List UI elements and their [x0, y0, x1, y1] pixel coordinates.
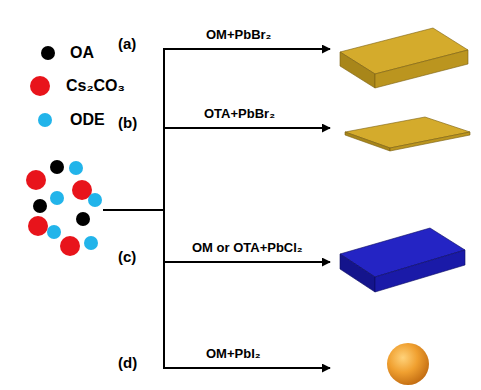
legend-text: Cs₂CO₃ [66, 77, 125, 95]
reagent-label: OTA+PbBr₂ [204, 107, 275, 121]
panel-letter: (b) [118, 115, 137, 132]
nanosphere-product [387, 343, 429, 385]
reagent-label: OM+PbI₂ [206, 347, 261, 361]
panel-letter: (a) [118, 36, 136, 53]
nanoplate-product [345, 117, 470, 151]
reagent-label: OM+PbBr₂ [206, 28, 271, 42]
panel-letter: (c) [118, 249, 136, 266]
reaction-arrows [103, 48, 330, 369]
legend-swatch [41, 46, 55, 60]
panel-letter: (d) [118, 355, 137, 372]
blue-nanocube-product [340, 228, 465, 292]
legend-text: OA [70, 44, 94, 62]
nanocube-product [340, 28, 468, 88]
precursor-cluster [26, 160, 102, 256]
legend-swatch [30, 76, 50, 96]
legend-text: ODE [70, 111, 105, 129]
reagent-label: OM or OTA+PbCl₂ [192, 241, 303, 255]
legend-swatch [38, 113, 52, 127]
